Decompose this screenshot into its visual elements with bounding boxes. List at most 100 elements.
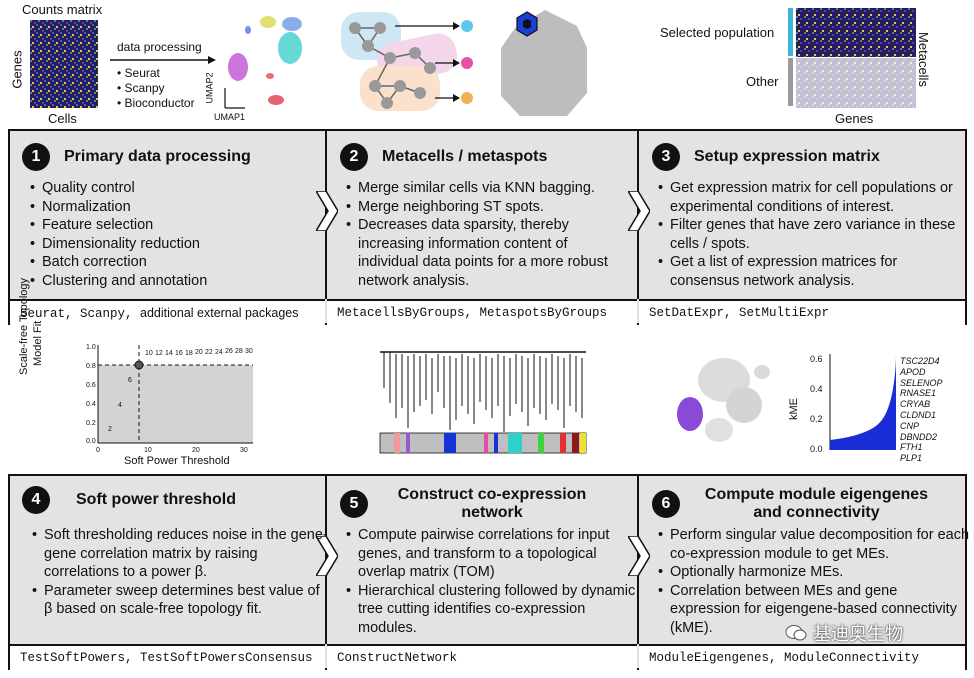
selected-population-label: Selected population [660,25,775,40]
gene-label: CNP [900,420,920,431]
other-label: Other [746,74,779,89]
sft-ytick: 0.8 [86,363,96,370]
gene-label: PLP1 [900,453,923,464]
bullet: Get expression matrix for cell populatio… [658,179,970,216]
footer-note: additional external packages [140,306,299,320]
metacells-label: Metacells [915,32,931,87]
kme-chart: 0.6 0.4 0.2 0.0 [810,354,896,454]
step-6-bullets: Perform singular value decomposition for… [656,526,970,637]
chevron-arrow-icon [628,536,650,576]
bullet: Filter genes that have zero variance in … [658,216,970,253]
step-1-bullets: Quality control Normalization Feature se… [28,179,332,290]
sft-point-label: 12 [155,350,163,357]
sft-point-label: 18 [185,350,193,357]
soft-power-plot: 1.0 0.8 0.6 0.4 0.2 0.0 0 10 20 30 10 12… [86,344,253,454]
sft-point-label: 14 [165,350,173,357]
step-title: Primary data processing [64,148,251,165]
step-6-header: 6 Compute module eigengenes and connecti… [652,486,939,522]
step-3-functions: SetDatExpr, SetMultiExpr [639,299,965,325]
sft-xlabel: Soft Power Threshold [124,455,230,467]
kme-gene-list: TSC22D4 APOD SELENOP RNASE1 CRYAB CLDND1… [900,356,943,464]
step-title: Construct co-expression network [397,486,587,521]
step-1-header: 1 Primary data processing [22,143,251,171]
sft-point-label: 24 [215,349,223,356]
kme-axis-label: kME [788,398,800,420]
kme-tick: 0.4 [810,384,823,394]
step-2-bullets: Merge similar cells via KNN bagging. Mer… [344,179,630,290]
bullet: Compute pairwise correlations for input … [346,526,638,582]
step-3-header: 3 Setup expression matrix [652,143,880,171]
bullet: Correlation between MEs and gene express… [658,582,970,638]
steps-top-panel: 1 Primary data processing Quality contro… [8,129,967,325]
wechat-icon [785,625,807,641]
processing-label: data processing [117,40,202,54]
step-title: Compute module eigengenes and connectivi… [704,486,929,521]
sft-xtick: 0 [96,447,100,454]
counts-matrix-label: Counts matrix [22,2,103,17]
bullet: Decreases data sparsity, thereby increas… [346,216,630,290]
step-number: 2 [340,143,368,171]
bullet: Batch correction [30,253,332,272]
bullet: Merge neighboring ST spots. [346,198,630,217]
step-4-functions: TestSoftPowers, TestSoftPowersConsensus [10,644,325,670]
sft-xtick: 10 [144,447,152,454]
metacell-heatmap [796,8,916,108]
gene-label: TSC22D4 [900,356,940,366]
sft-point-label: 16 [175,350,183,357]
sft-ylabel-2: Model Fit [32,320,44,366]
bullet: Optionally harmonize MEs. [658,563,970,582]
sft-point-label: 28 [235,348,243,355]
genes-axis-label: Genes [9,50,25,89]
gene-label: DBNDD2 [900,431,938,442]
sft-ytick: 0.6 [86,382,96,389]
genes-label: Genes [835,111,874,126]
step-number: 4 [22,486,50,514]
bullet: Hierarchical clustering followed by dyna… [346,582,638,638]
step-2-functions: MetacellsByGroups, MetaspotsByGroups [327,299,637,325]
sft-ytick: 0.2 [86,420,96,427]
step-4-header: 4 Soft power threshold [22,486,236,514]
sft-ytick: 0.0 [86,438,96,445]
step-4-bullets: Soft thresholding reduces noise in the g… [30,526,329,619]
umap2-label: UMAP2 [204,72,215,104]
gene-label: SELENOP [900,377,943,388]
step-number: 5 [340,490,368,518]
watermark-text: 基迪奥生物 [813,624,903,644]
sft-xtick: 20 [192,447,200,454]
step-6-functions: ModuleEigengenes, ModuleConnectivity [639,644,965,670]
step-number: 6 [652,490,680,518]
sft-ytick: 0.4 [86,401,96,408]
bullet: Perform singular value decomposition for… [658,526,970,563]
gene-label: CLDND1 [900,409,937,420]
sft-point-label: 30 [245,348,253,355]
kme-tick: 0.2 [810,414,823,424]
cells-axis-label: Cells [48,111,77,126]
bullet: Feature selection [30,216,332,235]
step-2-header: 2 Metacells / metaspots [340,143,547,171]
watermark: 基迪奥生物 [785,620,903,646]
step-1-functions: Seurat, Scanpy, additional external pack… [10,299,325,325]
gene-label: FTH1 [900,442,923,453]
steps-bottom-panel: 4 Soft power threshold Soft thresholding… [8,474,970,670]
umap1-label: UMAP1 [214,112,246,122]
sft-point-label: 22 [205,349,213,356]
sft-point-label: 10 [145,350,153,357]
gene-label: APOD [900,366,926,377]
sft-low-label: 4 [118,402,122,409]
sft-ylabel-1: Scale-free Topology [18,277,30,375]
sft-low-label: 2 [108,426,112,433]
bullet: Dimensionality reduction [30,235,332,254]
counts-matrix-heatmap [30,20,98,108]
sft-point-label: 26 [225,348,233,355]
bullet: Get a list of expression matrices for co… [658,253,970,290]
tool-seurat: • Seurat [117,66,160,80]
bullet: Normalization [30,198,332,217]
step-5-bullets: Compute pairwise correlations for input … [344,526,638,637]
knn-graph-diagram [341,12,473,111]
step-title: Setup expression matrix [694,148,880,165]
bullet: Soft thresholding reduces noise in the g… [32,526,329,582]
kme-tick: 0.0 [810,444,823,454]
gene-label: RNASE1 [900,388,937,399]
kme-tick: 0.6 [810,354,823,364]
dendrogram [379,351,587,454]
